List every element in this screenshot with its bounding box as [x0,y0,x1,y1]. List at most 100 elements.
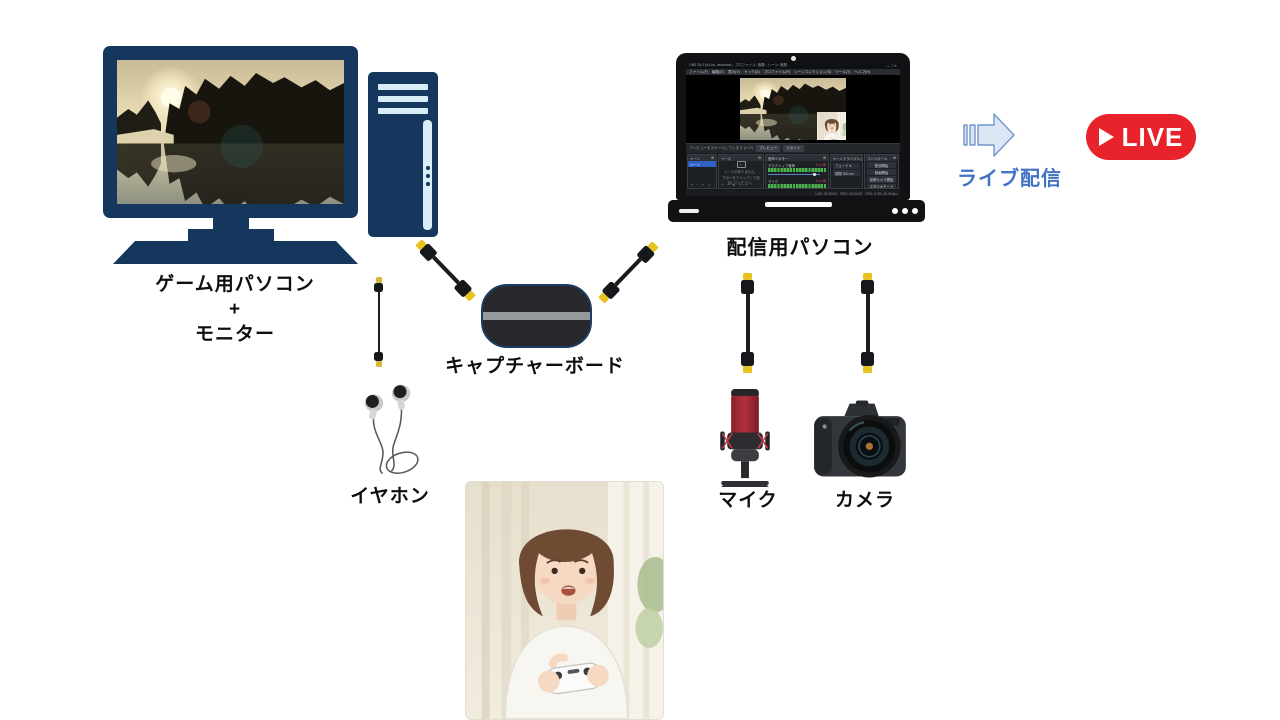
panel-gear-icon[interactable]: ⚙ [822,156,826,160]
obs-toolbar-text: プレビューをスケールしています (0.17) [689,146,754,150]
capture-board [481,284,592,348]
transition-type-select[interactable]: フェード ▾ [833,162,860,169]
transitions-panel-title: シーントランジション [833,156,862,161]
gaming-pc-label-plus: + [228,299,242,320]
mixer-channel-db: 0.0 dB [816,163,826,167]
menu-tools[interactable]: ツール(T) [835,69,851,74]
obs-titlebar: OBS 28.0 (64-bit, windows) - プロファイル: 無題 … [686,62,900,69]
mixer-panel-title: 音声ミキサー [768,156,789,161]
laptop-base [668,200,925,222]
sources-empty-line1: ソースがありません。 [724,169,758,174]
sources-panel-title: ソース [721,156,732,161]
pc-tower [368,72,438,237]
tower-vent-slat [378,96,428,102]
panel-gear-icon[interactable]: ⚙ [892,156,896,160]
panel-gear-icon[interactable]: ⚙ [710,156,714,160]
play-icon [1098,128,1114,146]
obs-toolbar-button-1[interactable]: プレビュー [756,145,781,152]
studio-mode-button[interactable]: スタジオモード [867,183,896,188]
usb-connector-tip [863,273,873,280]
obs-window-title: OBS 28.0 (64-bit, windows) - プロファイル: 無題 … [689,63,788,67]
laptop-webcam-icon [791,56,796,61]
sources-panel-toolbar[interactable]: ＋ − ⚙ ∧ ∨ [721,183,749,187]
mixer-channel-name: デスクトップ音声 [768,163,796,168]
mixer-channel-mic: マイク 0.0 dB [768,179,826,189]
live-badge-text: LIVE [1121,121,1184,152]
laptop-base-dot [892,208,898,214]
gaming-pc-label-line2: モニター [194,324,275,345]
obs-sources-panel: ソース ⚙ ＋ ソースがありません。 下の＋をクリックして追加してください。 ＋ … [718,154,764,189]
obs-audio-mixer-panel: 音声ミキサー ⚙ デスクトップ音声 0.0 dB マイク 0.0 dB [765,154,829,189]
tower-led-dot [426,166,430,170]
audio-jack-plug [374,352,384,361]
audio-cable [374,277,384,367]
obs-statusbar: LIVE: 00:00:00 REC: 00:00:00 CPU: 0.3%, … [686,190,900,196]
monitor-stand-neck [213,217,249,230]
menu-view[interactable]: 表示(V) [727,69,740,74]
volume-slider[interactable] [768,172,826,177]
obs-window: OBS 28.0 (64-bit, windows) - プロファイル: 無題 … [686,62,900,196]
mixer-channel-name: マイク [768,179,779,184]
usb-connector-plug [741,280,755,294]
obs-dock-panels: シーン⚙ シーン ＋ − ∧ ∨ ソース⚙ ＋ ソースがありません。 下の＋をク… [686,153,900,190]
cable-wire [377,292,381,352]
capture-board-stripe [483,312,590,320]
streaming-pc-label: 配信用パソコン [726,237,874,259]
menu-edit[interactable]: 編集(E) [711,69,724,74]
menu-scene-collection[interactable]: シーンコレクション(S) [794,69,832,74]
mixer-channel-db: 0.0 dB [816,179,826,183]
striped-right-arrow-icon [963,113,1015,157]
panel-gear-icon[interactable]: ⚙ [757,156,761,160]
transition-duration-field[interactable]: 期間 300 ms [833,170,860,176]
window-control-icons[interactable]: — □ ✕ [886,63,898,68]
camera-cable [861,273,875,373]
hdmi-cable-pc-to-capture [414,237,478,303]
mixer-channel-desktop: デスクトップ音声 0.0 dB [768,163,826,177]
tower-vent-slat [378,84,428,90]
add-source-icon[interactable]: ＋ [736,161,746,168]
camera-label: カメラ [834,490,895,511]
menu-help[interactable]: ヘルプ(H) [854,69,871,74]
usb-connector-plug [861,280,875,294]
tower-led-dot [426,174,430,178]
scenes-panel-toolbar[interactable]: ＋ − ∧ ∨ [690,183,712,187]
obs-webcam-overlay [817,112,846,140]
earphones-image [364,383,422,478]
virtual-camera-button[interactable]: 仮想カメラ開始 [867,176,896,183]
gaming-pc-label-line1: ゲーム用パソコン [155,274,315,295]
live-badge: LIVE [1086,114,1196,160]
scene-selected-item[interactable]: シーン [688,161,716,167]
obs-preview-area [686,75,900,143]
usb-connector-plug [861,352,875,366]
laptop-trackpad [765,202,832,207]
laptop-base-dot [912,208,918,214]
controls-panel-title: コントロール [867,156,888,161]
menu-file[interactable]: ファイル(F) [689,69,708,74]
usb-connector-plug [741,352,755,366]
audio-jack-tip [376,361,382,367]
obs-preview-toolbar: プレビューをスケールしています (0.17) プレビュー リセット [686,143,900,153]
obs-toolbar-button-2[interactable]: リセット [783,145,804,152]
hdmi-cable-capture-to-laptop [596,239,660,305]
usb-connector-tip [743,366,753,373]
usb-connector-tip [743,273,753,280]
cable-wire [432,255,460,285]
capture-board-label: キャプチャーボード [445,356,625,377]
start-streaming-button[interactable]: 配信開始 [867,162,896,169]
start-recording-button[interactable]: 録画開始 [867,169,896,176]
gaming-monitor-screen [117,60,344,204]
cable-wire [614,257,642,287]
mic-cable [741,273,755,373]
laptop-base-dash [679,209,699,213]
audio-level-meter [768,184,826,188]
gaming-pc-label: ゲーム用パソコン + モニター [115,272,355,347]
menu-dock[interactable]: ドック(D) [743,69,760,74]
monitor-stand-base [113,241,358,264]
menu-profile[interactable]: プロファイル(P) [763,69,791,74]
player-photo [465,481,664,720]
laptop-base-dot [902,208,908,214]
obs-controls-panel: コントロール⚙ 配信開始 録画開始 仮想カメラ開始 スタジオモード 設定 終了 [864,154,899,189]
sources-empty-line2: 下の＋をクリックして追加してください。 [722,175,760,185]
audio-level-meter [768,168,826,172]
